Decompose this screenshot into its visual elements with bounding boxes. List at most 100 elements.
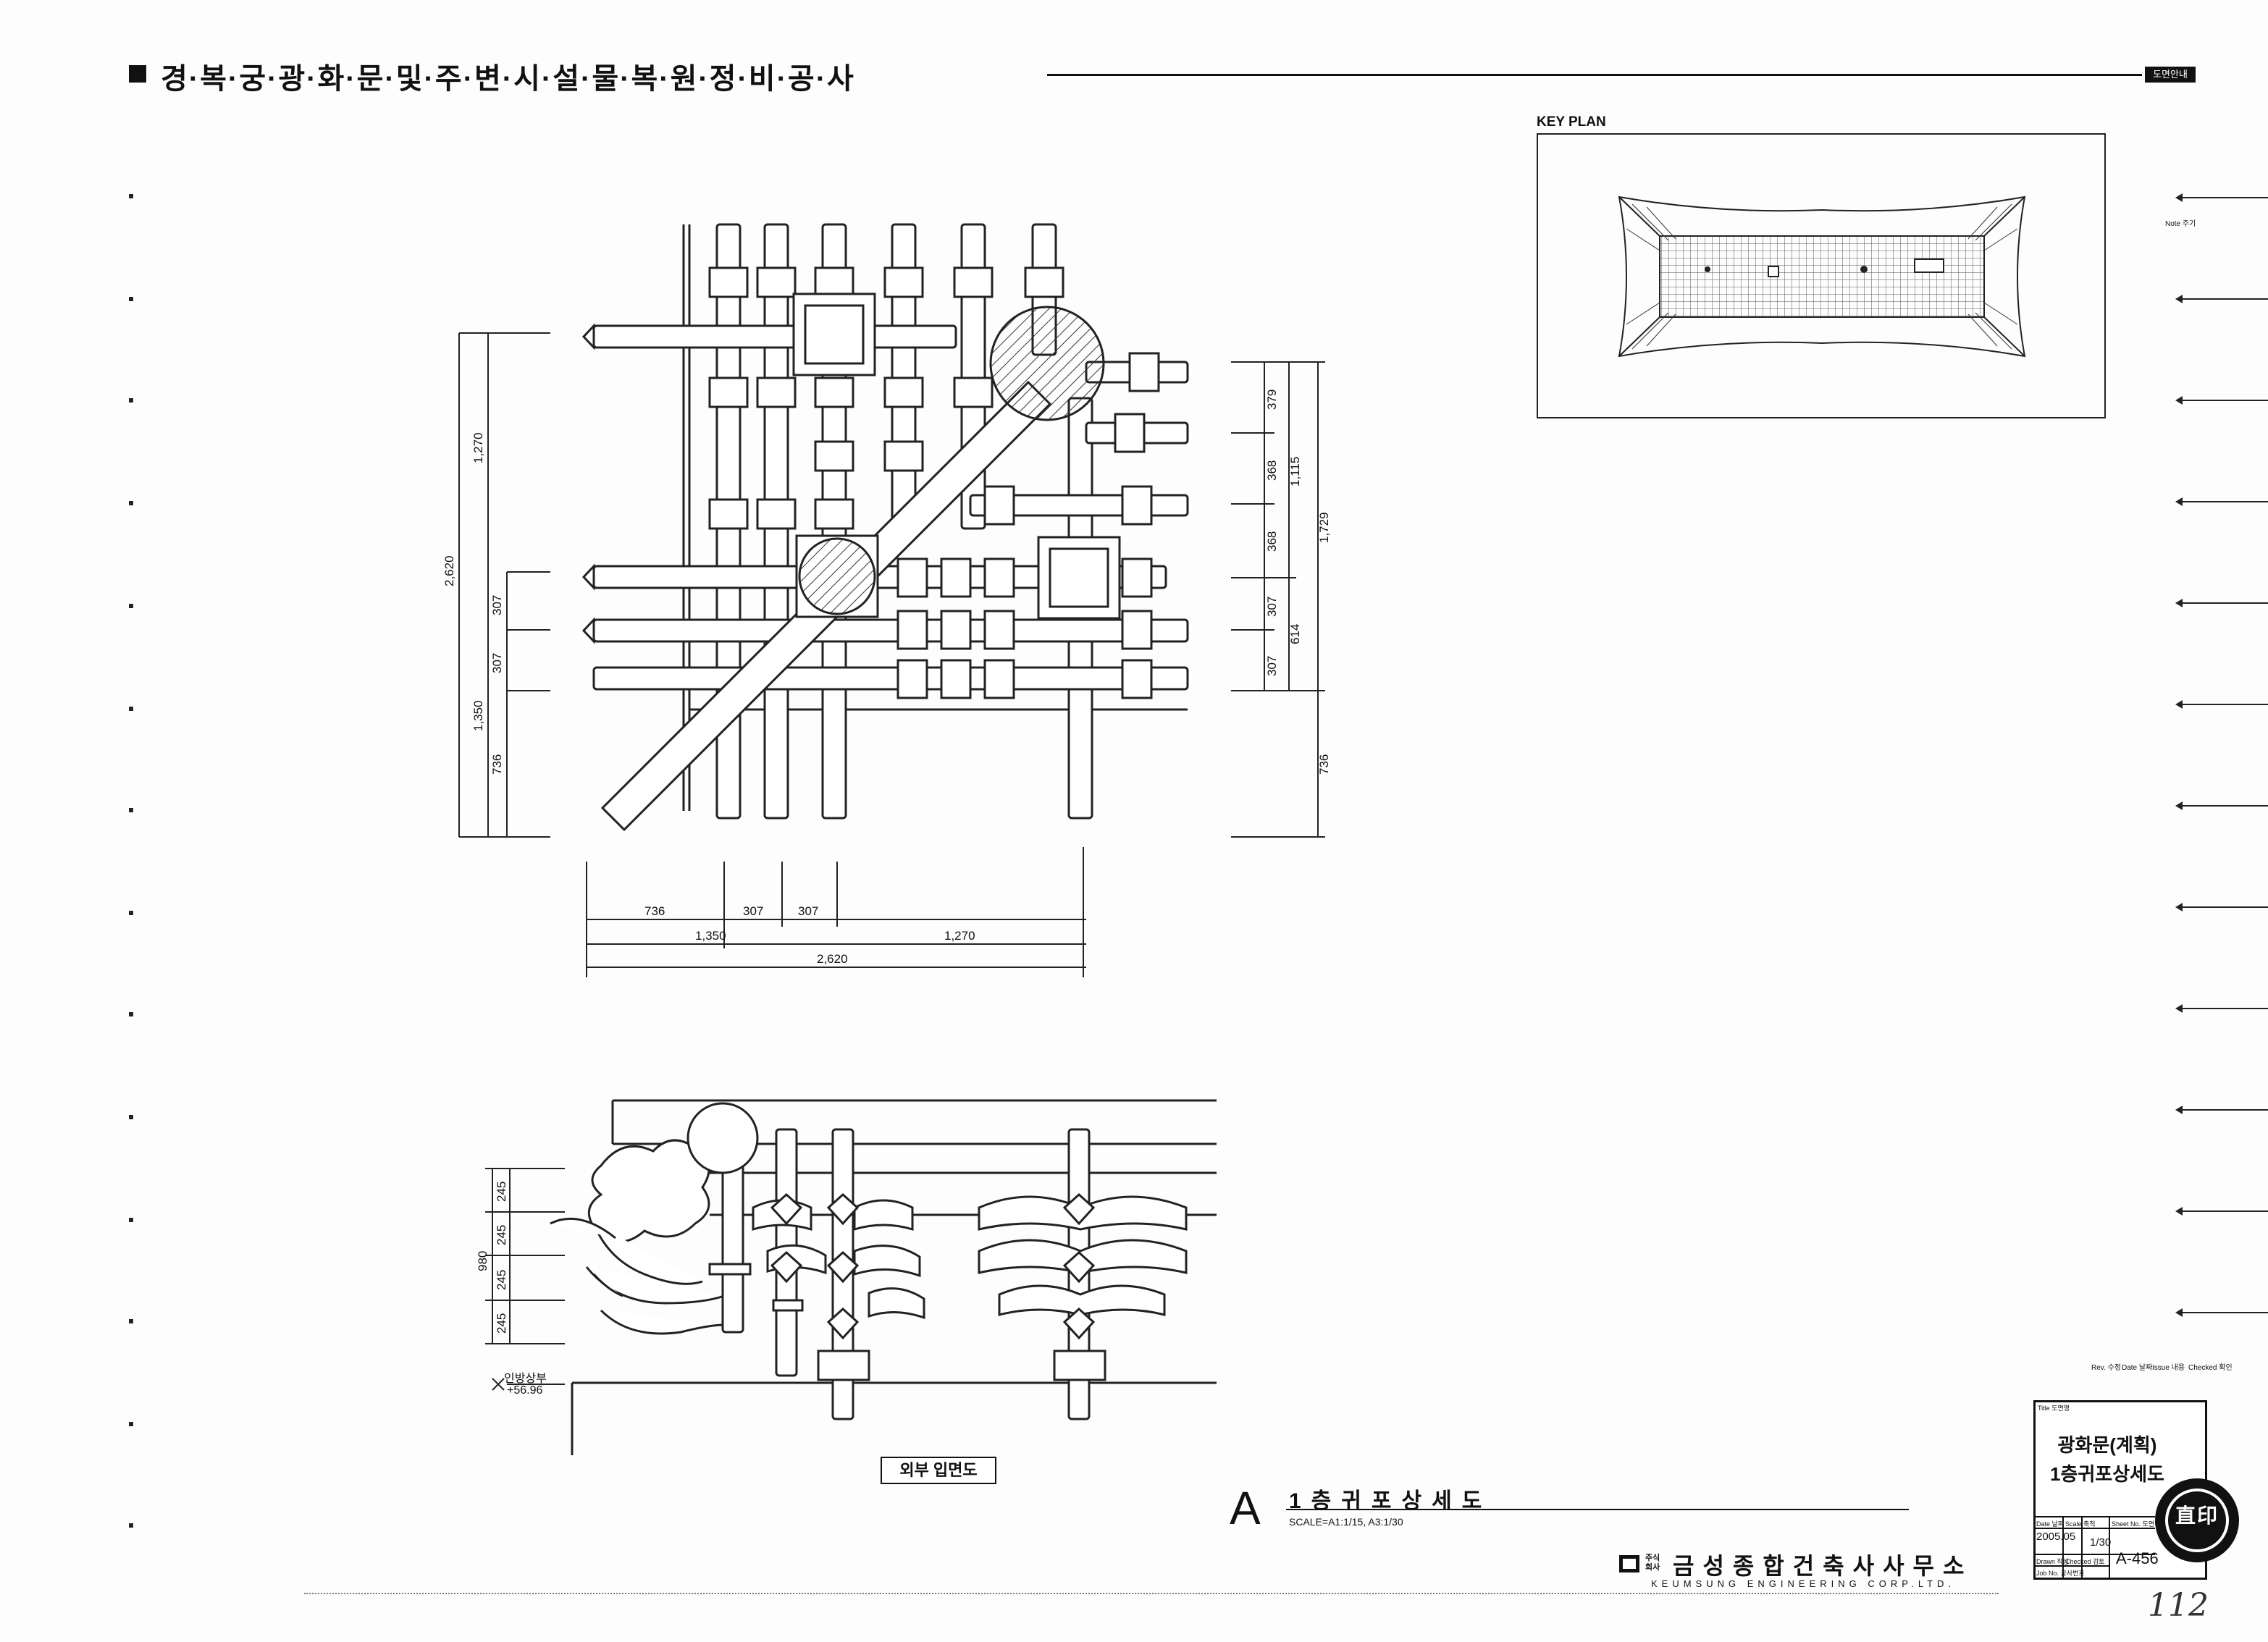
margin-dot [129,1319,133,1323]
margin-dot [129,808,133,812]
title-block-name-line2: 1층귀포상세도 [2050,1463,2164,1485]
margin-dot [129,707,133,711]
margin-dot [129,604,133,608]
dim-bottom-307a: 307 [743,904,763,918]
margin-arrow [2175,903,2268,911]
tb-sheet-number: A-456 [2116,1549,2159,1567]
revision-date-label: Date 날짜 [2122,1364,2153,1372]
tb-checked-label: Checked 검토 [2065,1558,2105,1565]
dim-right-307b: 307 [1265,656,1279,676]
firm-kind: 주식회사 [1645,1554,1660,1572]
key-plan-label: KEY PLAN [1537,114,1606,130]
margin-arrow [2175,396,2268,405]
dim-right-1729: 1,729 [1317,512,1331,543]
margin-arrow [2175,700,2268,709]
dim-left-lower: 1,350 [471,700,485,731]
title-block-rule [2033,1565,2109,1567]
margin-arrow [2175,295,2268,303]
tb-scale-label: Scale 축척 [2065,1520,2096,1528]
tb-job-label: Job No. 공사번호 [2036,1570,2085,1577]
dim-right-614: 614 [1288,624,1302,644]
header-rule [1047,74,2142,76]
margin-dot [129,911,133,915]
drawing-scale: SCALE=A1:1/15, A3:1/30 [1289,1516,1403,1528]
margin-dot [129,1422,133,1426]
elev-dim-245d: 245 [495,1313,508,1334]
margin-arrow [2175,1106,2268,1114]
title-block-rule [2033,1516,2155,1517]
dim-right-307a: 307 [1265,597,1279,617]
elevation-caption: 외부 입면도 [881,1457,996,1484]
elev-dim-245a: 245 [495,1182,508,1202]
tb-sheet-label: Sheet No. 도면번호 [2112,1520,2167,1528]
datum-value: +56.96 [507,1384,543,1397]
dim-right-736: 736 [1317,754,1331,775]
firm-name: 금성종합건축사사무소 [1673,1553,1973,1579]
bracket-plan-drawing: 2,620 1,270 1,350 307 307 736 379 368 36… [442,223,1331,977]
title-block-rule [2081,1516,2083,1580]
tb-date-label: Date 날짜 [2036,1520,2065,1528]
header-bullet [129,65,146,83]
drawing-letter: A [1230,1482,1261,1534]
bottom-dotted-rule [304,1593,1999,1594]
elev-dim-980: 980 [476,1251,490,1271]
title-block-rule [2062,1516,2064,1580]
margin-dot [129,297,133,301]
revision-issue-label: Issue 내용 [2152,1364,2185,1372]
title-block-rule [2033,1554,2155,1555]
firm-logo-icon [1619,1555,1639,1572]
datum-label: 인방상부 [504,1373,547,1385]
dim-bottom-1350: 1,350 [695,929,726,943]
project-title: 경·복·궁·광·화·문·및·주·변·시·설·물·복·원·정·비·공·사 [161,63,855,95]
margin-dot [129,1115,133,1119]
firm-name-english: KEUMSUNG ENGINEERING CORP.LTD. [1651,1578,1956,1589]
elev-dim-245c: 245 [495,1270,508,1290]
margin-dot [129,501,133,505]
dim-left-overall: 2,620 [442,555,456,586]
seal-ring [2165,1489,2229,1552]
title-block-label: Title 도면명 [2038,1405,2070,1412]
key-plan-frame [1537,133,2106,418]
datum-marker [492,1378,565,1391]
dim-right-368b: 368 [1265,531,1279,552]
tb-scale-value: 1/30 [2090,1536,2112,1549]
side-note: Note 주기 [2165,220,2196,228]
margin-arrow [2175,1004,2268,1013]
seal-stamp: 直印 [2155,1478,2239,1562]
tb-drawn-label: Drawn 작성 [2036,1558,2070,1565]
handwritten-page-number: 112 [2148,1587,2209,1624]
title-block-rule [2109,1516,2110,1580]
dim-left-307b: 307 [490,653,504,673]
elev-dim-245b: 245 [495,1225,508,1245]
tb-date-value: 2005.05 [2036,1531,2076,1543]
dim-left-736: 736 [490,754,504,775]
margin-arrow [2175,497,2268,506]
title-block-rule [2033,1528,2155,1529]
title-block-name-line1: 광화문(계획) [2057,1434,2157,1456]
margin-arrow [2175,193,2268,202]
margin-arrow [2175,801,2268,810]
margin-dot [129,1523,133,1528]
margin-dot [129,1218,133,1222]
dim-right-379: 379 [1265,390,1279,410]
margin-arrow [2175,599,2268,607]
margin-dot [129,194,133,198]
header-tag: 도면안내 [2145,67,2196,83]
dim-bottom-1270: 1,270 [944,929,975,943]
dim-left-307a: 307 [490,595,504,615]
seal-text: 直印 [2175,1504,2219,1528]
dim-bottom-307b: 307 [798,904,818,918]
revision-checked-label: Checked 확인 [2188,1364,2233,1372]
margin-dot [129,398,133,403]
margin-arrow [2175,1308,2268,1317]
dim-left-upper: 1,270 [471,432,485,463]
drawing-title-rule [1286,1509,1909,1510]
dim-right-1115: 1,115 [1288,457,1302,487]
margin-dot [129,1012,133,1016]
revision-rev-label: Rev. 수정 [2091,1364,2121,1372]
dim-bottom-2620: 2,620 [817,952,848,966]
bracket-elevation-drawing: 980 245 245 245 245 [476,1099,1217,1455]
dim-bottom-736: 736 [644,904,665,918]
dim-right-368a: 368 [1265,460,1279,481]
key-plan-roof-drawing [1618,195,2026,358]
